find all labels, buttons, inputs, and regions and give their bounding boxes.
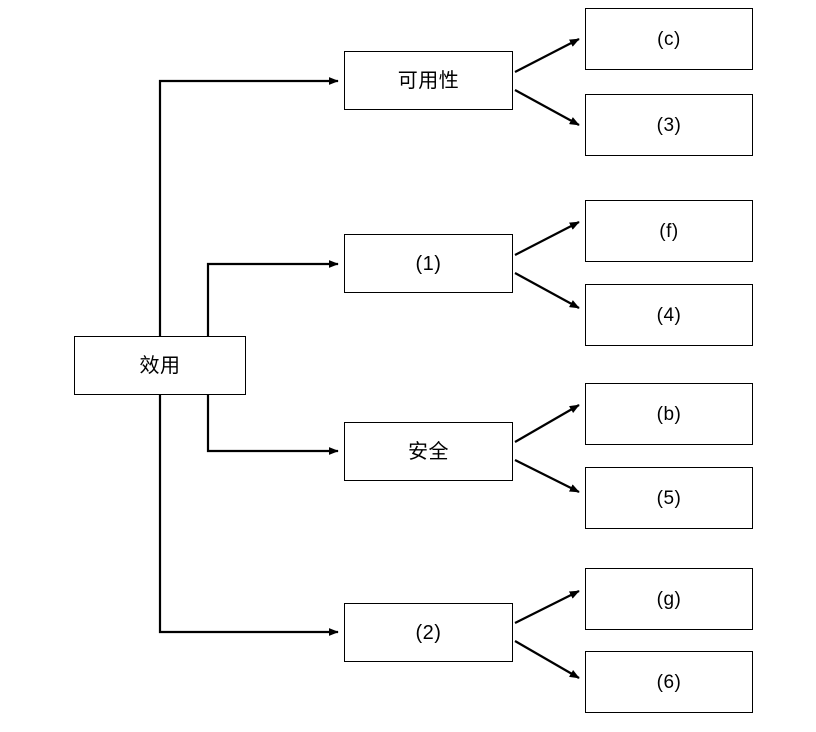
- node-leaf-c[interactable]: (c): [585, 8, 753, 70]
- node-leaf-6[interactable]: (6): [585, 651, 753, 713]
- node-leaf-f-label: (f): [659, 220, 679, 242]
- edge-root-to-branch-2: [206, 260, 339, 336]
- edge-branch-4-to-leaf-g: [514, 590, 580, 624]
- node-leaf-5-label: (5): [656, 487, 682, 509]
- edge-branch-2-to-leaf-4: [514, 272, 580, 309]
- node-leaf-g[interactable]: (g): [585, 568, 753, 630]
- edge-branch-3-to-leaf-5: [514, 459, 580, 493]
- node-leaf-b[interactable]: (b): [585, 383, 753, 445]
- node-root[interactable]: 效用: [74, 336, 246, 395]
- edge-root-to-branch-3: [206, 395, 339, 455]
- node-leaf-f[interactable]: (f): [585, 200, 753, 262]
- node-branch-1-label: 可用性: [397, 69, 460, 92]
- edge-branch-4-to-leaf-6: [514, 640, 580, 679]
- node-leaf-6-label: (6): [656, 671, 682, 693]
- node-leaf-g-label: (g): [656, 588, 682, 610]
- edge-root-to-branch-1: [158, 77, 339, 336]
- edge-root-to-branch-4: [158, 395, 339, 636]
- node-leaf-4-label: (4): [656, 304, 682, 326]
- node-branch-1[interactable]: 可用性: [344, 51, 513, 110]
- edge-branch-1-to-leaf-3: [514, 89, 580, 126]
- node-branch-2[interactable]: (1): [344, 234, 513, 293]
- node-leaf-4[interactable]: (4): [585, 284, 753, 346]
- edge-branch-1-to-leaf-c: [514, 38, 580, 73]
- edge-branch-2-to-leaf-f: [514, 221, 580, 256]
- node-branch-4[interactable]: (2): [344, 603, 513, 662]
- node-leaf-b-label: (b): [656, 403, 682, 425]
- node-root-label: 效用: [139, 354, 181, 377]
- node-branch-3-label: 安全: [408, 440, 449, 463]
- node-branch-4-label: (2): [415, 621, 442, 644]
- edge-branch-3-to-leaf-b: [514, 404, 580, 443]
- node-branch-2-label: (1): [415, 252, 442, 275]
- node-leaf-3[interactable]: (3): [585, 94, 753, 156]
- node-branch-3[interactable]: 安全: [344, 422, 513, 481]
- node-leaf-c-label: (c): [657, 28, 681, 50]
- node-leaf-3-label: (3): [656, 114, 682, 136]
- node-leaf-5[interactable]: (5): [585, 467, 753, 529]
